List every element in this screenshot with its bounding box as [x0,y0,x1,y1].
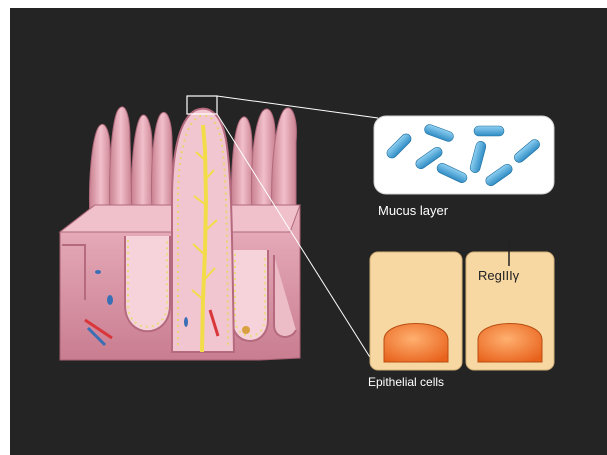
villus-back [272,108,297,215]
mucus-layer-label: Mucus layer [378,203,448,218]
immune-cell [107,295,113,305]
crypt-cell [242,326,250,334]
epithelial-cells-label: Epithelial cells [368,375,444,389]
villus-back [231,117,254,215]
villus-back [151,112,173,210]
epithelial-cells [370,238,554,370]
cell-nucleus [384,324,448,363]
immune-cell [184,317,188,327]
cell-nucleus [478,324,542,363]
zoom-line [217,96,378,118]
villus-back [131,115,154,215]
mucus-layer-panel [374,116,554,194]
immune-cell [95,270,101,274]
regiii-label: RegIIIγ [478,268,519,283]
villus-back [109,107,132,215]
epithelial-cell [370,252,462,370]
intestinal-villi-illustration [60,107,300,360]
crypt [125,236,170,331]
